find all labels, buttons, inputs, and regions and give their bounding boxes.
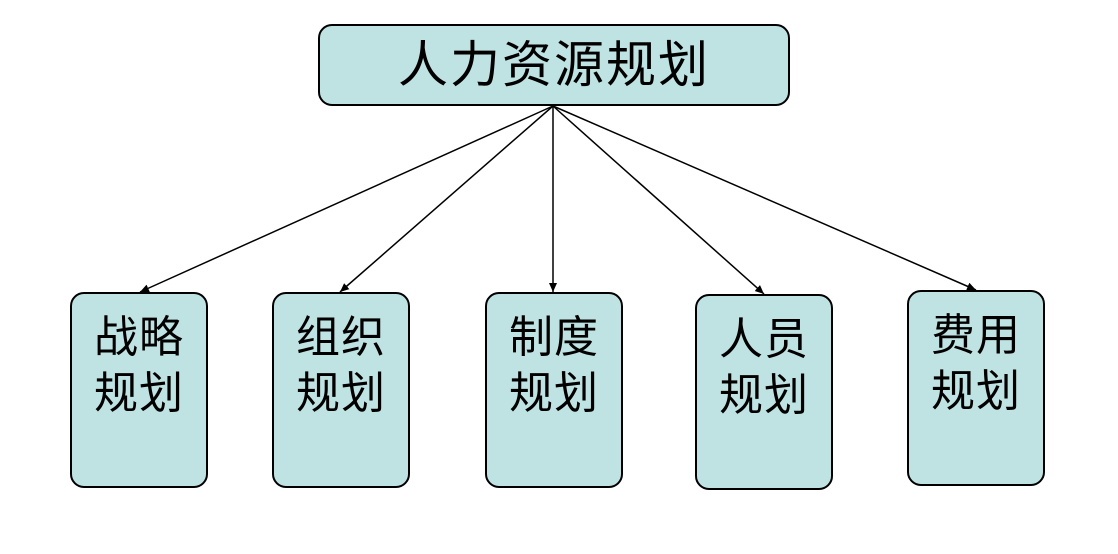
child-node-system: 制度 规划: [485, 292, 623, 488]
child-node-personnel: 人员 规划: [695, 294, 833, 490]
child-node-label-line2: 规划: [509, 368, 599, 419]
root-node-label: 人力资源规划: [398, 36, 710, 94]
child-node-strategy: 战略 规划: [70, 292, 208, 488]
child-node-organization: 组织 规划: [272, 292, 410, 488]
connector-arrow-cost: [552, 105, 977, 291]
child-node-label-line1: 费用: [931, 310, 1021, 361]
child-node-label-line1: 人员: [719, 314, 809, 365]
child-node-label-line2: 规划: [719, 370, 809, 421]
root-node: 人力资源规划: [318, 24, 790, 106]
connector-arrow-organization: [339, 105, 554, 293]
child-node-cost: 费用 规划: [907, 290, 1045, 486]
child-node-label-line1: 组织: [296, 312, 386, 363]
connector-arrow-personnel: [552, 105, 765, 295]
connector-arrow-strategy: [139, 105, 554, 293]
child-node-label-line2: 规划: [931, 366, 1021, 417]
child-node-label-line1: 制度: [509, 312, 599, 363]
child-node-label-line2: 规划: [94, 368, 184, 419]
child-node-label-line1: 战略: [94, 312, 184, 363]
child-node-label-line2: 规划: [296, 368, 386, 419]
